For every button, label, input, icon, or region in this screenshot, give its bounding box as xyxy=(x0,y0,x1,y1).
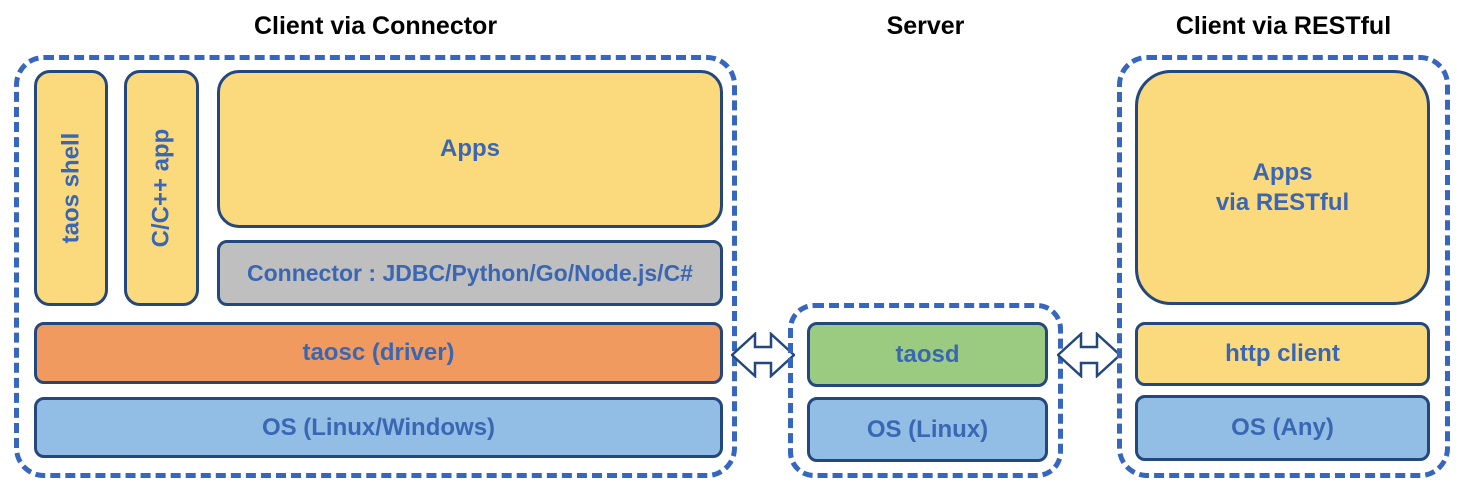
http-client-label: http client xyxy=(1225,340,1340,367)
apps-via-restful-label: Apps via RESTful xyxy=(1215,158,1350,216)
box-apps-via-restful: Apps via RESTful xyxy=(1135,70,1430,305)
box-apps: Apps xyxy=(217,70,723,228)
taosd-label: taosd xyxy=(895,340,960,368)
section-title-client-connector: Client via Connector xyxy=(253,12,498,40)
section-title-client-restful: Client via RESTful xyxy=(1175,12,1392,40)
box-taosd: taosd xyxy=(807,322,1048,387)
group-client-via-connector xyxy=(14,55,737,478)
box-os-linux-windows: OS (Linux/Windows) xyxy=(34,397,723,458)
box-taos-shell: taos shell xyxy=(34,70,108,306)
cpp-app-label: C/C++ app xyxy=(147,128,175,248)
os-linux-label: OS (Linux) xyxy=(866,415,989,443)
connector-label: Connector : JDBC/Python/Go/Node.js/C# xyxy=(247,259,693,286)
double-headed-arrow-icon xyxy=(731,332,795,378)
box-os-any: OS (Any) xyxy=(1135,395,1430,461)
group-client-via-restful xyxy=(1117,55,1450,478)
box-http-client: http client xyxy=(1135,322,1430,386)
apps-label: Apps xyxy=(440,135,500,162)
section-title-server: Server xyxy=(886,12,965,40)
taos-shell-label: taos shell xyxy=(57,132,84,244)
group-server xyxy=(788,303,1063,478)
box-connector: Connector : JDBC/Python/Go/Node.js/C# xyxy=(217,240,723,306)
taosc-driver-label: taosc (driver) xyxy=(302,339,455,366)
box-cpp-app: C/C++ app xyxy=(124,70,199,306)
box-os-linux: OS (Linux) xyxy=(807,397,1048,462)
box-taosc-driver: taosc (driver) xyxy=(34,322,723,384)
os-linux-windows-label: OS (Linux/Windows) xyxy=(261,413,496,441)
os-any-label: OS (Any) xyxy=(1231,414,1334,441)
double-headed-arrow-icon xyxy=(1057,332,1121,378)
